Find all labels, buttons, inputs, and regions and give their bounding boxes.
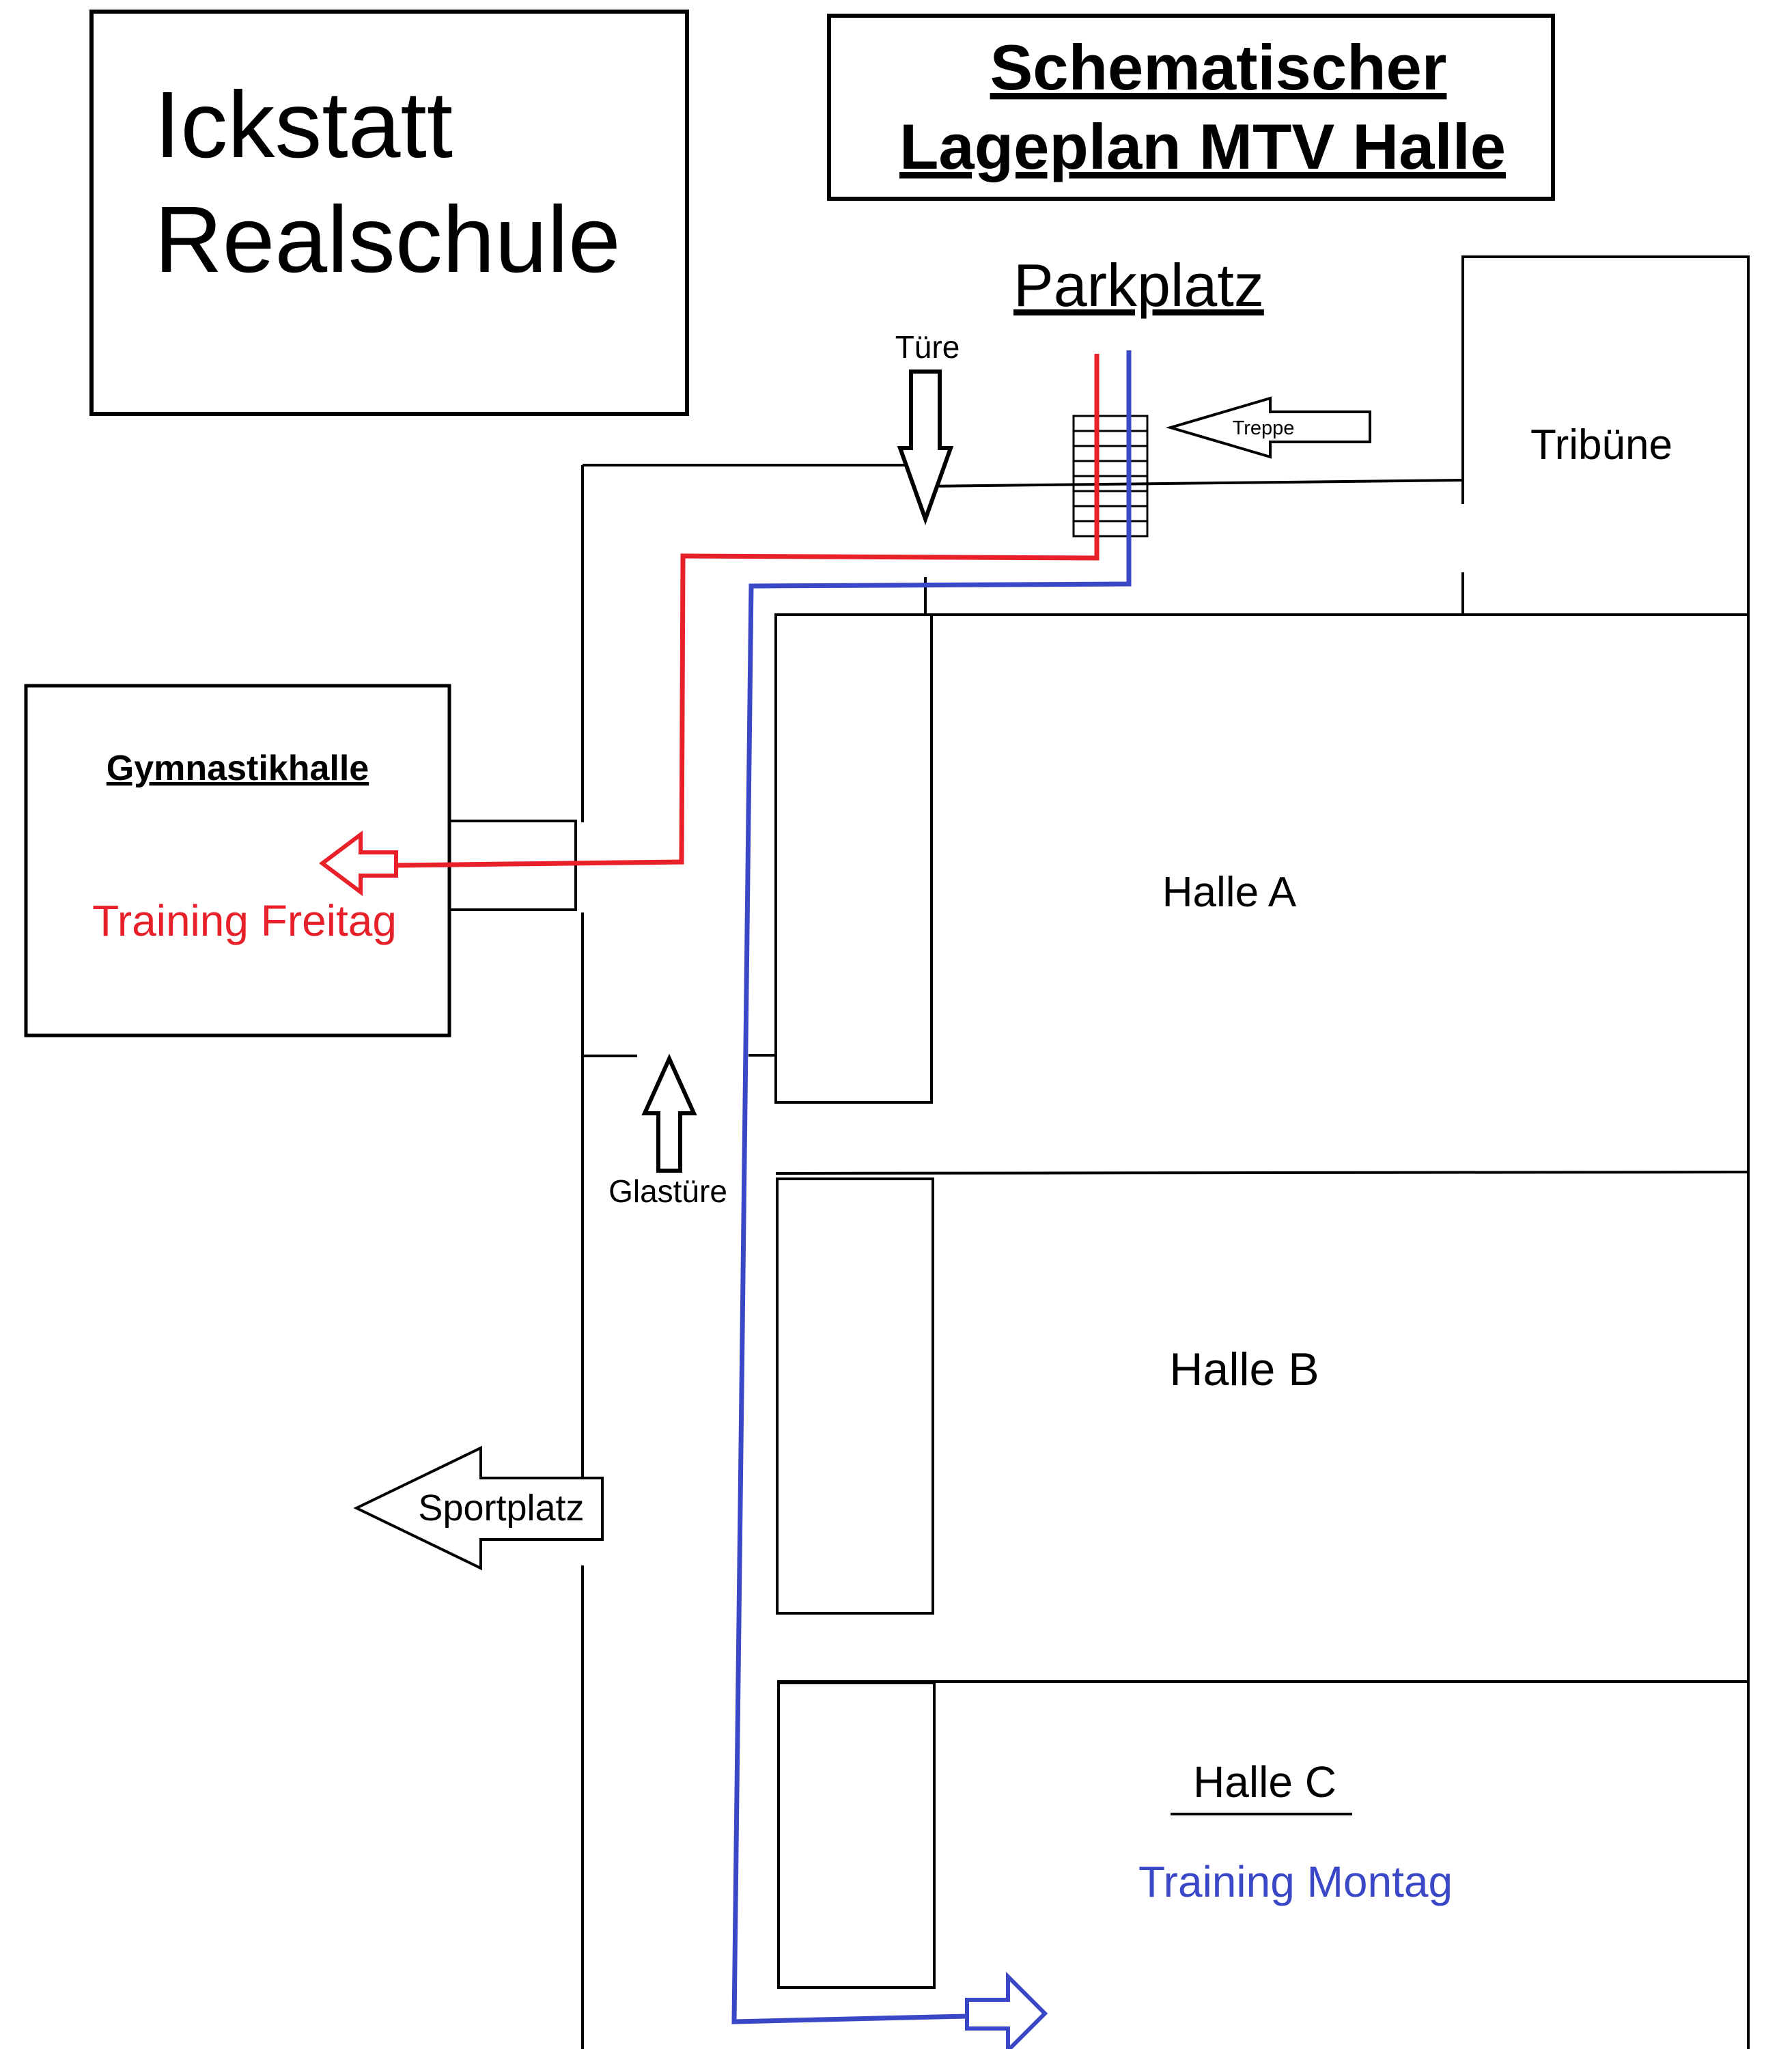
school-block: Ickstatt Realschule [89, 10, 689, 416]
route-montag [731, 350, 1132, 2049]
glastuere-up-arrow [641, 1053, 697, 1173]
halle-c-side-room [777, 1682, 936, 1989]
tribuene-block: Tribüne [1461, 255, 1750, 615]
main-building [581, 464, 1750, 2049]
gymnastikhalle-box [24, 684, 451, 1037]
title-line1: Schematischer [990, 31, 1447, 103]
school-box [89, 10, 689, 416]
route-montag-line [731, 350, 1132, 2024]
halle-c-label: Halle C [1193, 1757, 1336, 1807]
halle-b-block: Halle B [776, 1177, 1748, 1683]
treppe-marker: Treppe [1072, 396, 1371, 538]
glastuere-label: Glastüre [608, 1173, 727, 1209]
building-top-wall-left [583, 464, 925, 486]
gymnastikhalle-block: Gymnastikhalle Training Freitag [24, 684, 577, 1037]
sportplatz-marker: Sportplatz [353, 1445, 604, 1571]
route-freitag [319, 354, 1100, 896]
title-box [827, 14, 1555, 201]
tribuene-outline [1461, 255, 1750, 615]
title-line2: Lageplan MTV Halle [899, 111, 1506, 182]
building-top-wall-right [923, 479, 1464, 488]
training-freitag-label: Training Freitag [92, 896, 397, 945]
building-bottom-wall [1747, 615, 1750, 2049]
tuere-label: Türe [895, 329, 960, 365]
stairs-steps [1074, 430, 1147, 522]
route-montag-arrow-icon [965, 1971, 1048, 2049]
tribuene-label: Tribüne [1530, 421, 1672, 469]
halle-b-label: Halle B [1169, 1343, 1319, 1395]
halle-c-block: Halle C Training Montag [777, 1682, 1453, 1989]
halle-b-side-room [776, 1177, 934, 1615]
school-name-line1: Ickstatt [154, 72, 453, 178]
halle-a-block: Halle A [748, 613, 1749, 1175]
school-name-line2: Realschule [154, 187, 621, 292]
treppe-label: Treppe [1233, 417, 1295, 439]
glastuere-marker: Glastüre [608, 1053, 727, 1209]
halle-a-side-room [774, 613, 933, 1104]
halle-a-bottom-wall [775, 1171, 1749, 1175]
training-montag-label: Training Montag [1138, 1857, 1453, 1906]
treppe-left-arrow [1165, 396, 1371, 459]
route-freitag-arrow-icon [319, 831, 398, 896]
halle-a-label: Halle A [1162, 869, 1297, 916]
gymnastikhalle-label: Gymnastikhalle [107, 749, 369, 788]
title-block: Schematischer Lageplan MTV Halle [827, 14, 1555, 201]
route-freitag-line [395, 354, 1100, 868]
tuere-marker: Türe [895, 329, 960, 525]
tuere-down-arrow [897, 370, 954, 525]
sportplatz-label: Sportplatz [418, 1488, 584, 1529]
sportplatz-left-arrow [353, 1445, 604, 1571]
parkplatz-label: Parkplatz [1013, 251, 1264, 319]
